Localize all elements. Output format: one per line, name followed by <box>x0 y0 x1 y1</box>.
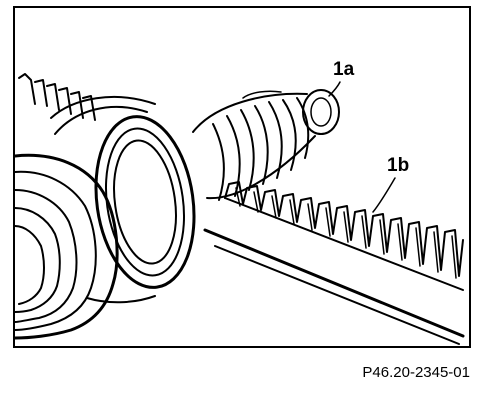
rack-teeth-1b <box>224 181 464 279</box>
rack-teeth-left <box>18 73 96 121</box>
figure-reference-code: P46.20-2345-01 <box>362 364 470 381</box>
boot-bellows <box>15 153 119 340</box>
leader-lines <box>328 81 396 213</box>
steering-rack-illustration <box>15 73 465 345</box>
callout-label-1b: 1b <box>387 155 410 176</box>
rack-bar <box>203 197 465 345</box>
rack-housing-collar <box>50 95 196 304</box>
callout-label-1a: 1a <box>333 59 355 80</box>
pinion-1a <box>192 89 340 201</box>
illustration-frame: 1a 1b <box>13 6 471 348</box>
